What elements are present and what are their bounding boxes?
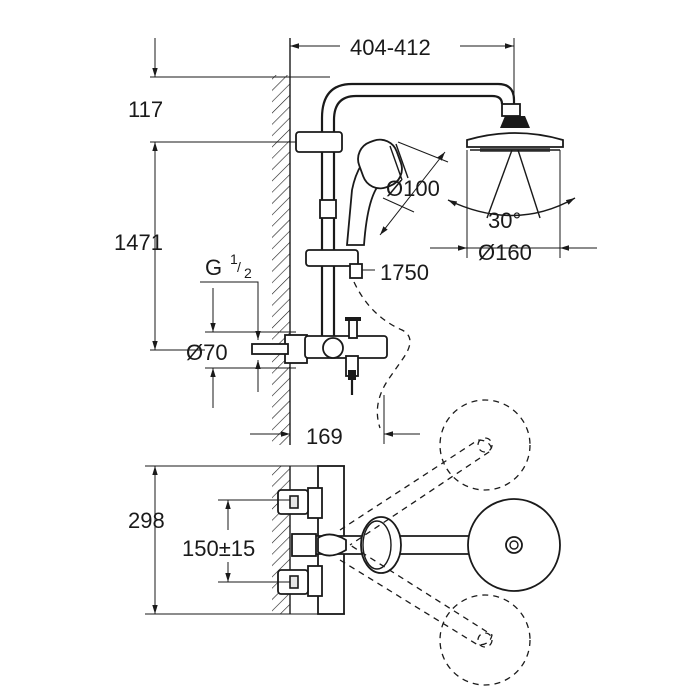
plan-swivel-arm-upper <box>339 439 493 546</box>
rail-slider-mark <box>319 199 337 219</box>
spray-line-right <box>517 149 541 219</box>
mixer-body <box>304 335 388 359</box>
plan-inlet-upper-inner <box>289 495 299 509</box>
handshower-dim-line <box>379 151 446 236</box>
handshower-diameter-label: Ø100 <box>386 176 440 201</box>
spout-nut <box>348 370 356 380</box>
plan-swivel-head-lower <box>439 594 531 686</box>
thread-leader <box>200 281 261 340</box>
spray-angle-label: 30° <box>488 208 521 233</box>
spray-angle-arc <box>447 197 576 217</box>
thread-fraction-slash: / <box>237 259 241 275</box>
plan-inlet-lower-inner <box>289 575 299 589</box>
plan-head-shower-hub-inner <box>509 540 519 550</box>
plan-holder-disc-inner <box>362 520 392 570</box>
slider-holder <box>305 249 359 267</box>
arm-length-label: 404-412 <box>350 35 431 60</box>
plan-mixer-bottom-cap <box>307 565 323 597</box>
plan-swivel-head-upper <box>439 399 531 491</box>
mixer-diameter-label: Ø70 <box>186 340 228 365</box>
plan-swivel-hub-upper <box>477 437 493 453</box>
thread-fraction-den: 2 <box>244 265 252 281</box>
plan-swivel-arm-lower <box>339 544 493 646</box>
plan-swivel-hub-lower <box>477 632 493 648</box>
plan-depth-label: 298 <box>128 508 165 533</box>
thread-label: G <box>205 255 222 280</box>
hose-length-label: 1750 <box>380 260 429 285</box>
plan-arm-bracket <box>291 533 317 557</box>
plan-mixer-top-cap <box>307 487 323 519</box>
diverter-knob <box>322 337 344 359</box>
projection-label: 169 <box>306 424 343 449</box>
top-height-label: 117 <box>128 97 163 122</box>
hose-path <box>353 281 411 429</box>
spray-line-left <box>486 149 513 219</box>
arm-nut <box>501 103 521 117</box>
riser-pipe-inner <box>332 94 504 355</box>
plan-bracket-link <box>317 533 347 557</box>
riser-pipe <box>320 82 516 355</box>
diverter-handle-top <box>345 317 361 321</box>
arm-label-bg <box>340 30 460 58</box>
elevation-view: 30° Ø160 Ø100 1750 <box>114 30 597 449</box>
slider-knob <box>349 263 363 279</box>
plan-head-shower-hub <box>505 536 523 554</box>
wall-hatching <box>272 75 290 445</box>
handshower-ext-top <box>397 141 449 163</box>
head-shower <box>466 116 564 152</box>
plan-view: 298 150±15 <box>128 399 561 686</box>
inlet-connector <box>251 343 289 355</box>
headshower-diameter-label: Ø160 <box>478 240 532 265</box>
inlet-centres-label: 150±15 <box>182 536 255 561</box>
overall-height-label: 1471 <box>114 230 163 255</box>
upper-wall-bracket <box>295 131 343 153</box>
thread-fraction-num: 1 <box>230 251 238 267</box>
